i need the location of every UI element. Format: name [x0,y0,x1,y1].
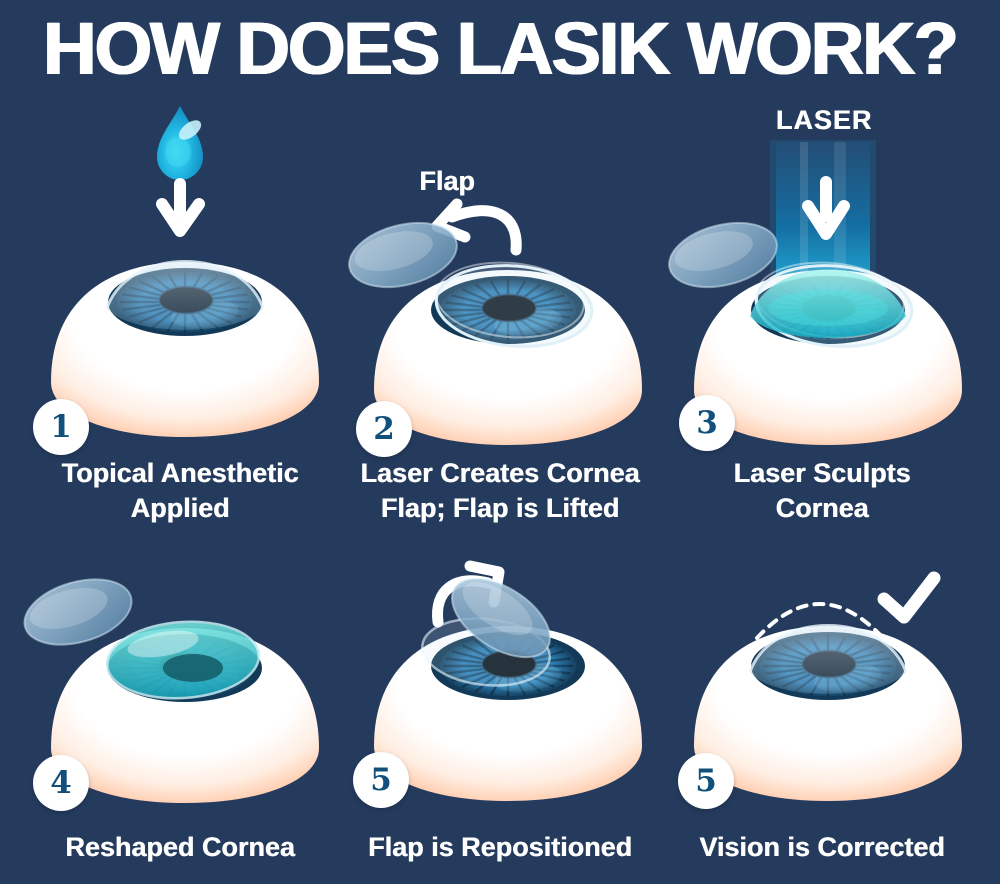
step-caption-3: Laser Sculpts Cornea [733,458,911,523]
step-badge-2: 2 [356,401,412,457]
lens-highlight [127,630,199,658]
step-badge-5: 5 [353,752,409,808]
flap-label: Flap [419,166,475,196]
dashed-incision-arc [755,602,885,640]
eye-illustration-1 [49,260,321,439]
pupil-through-lens [163,654,223,682]
laser-beam-streak [800,142,808,306]
cornea-glow [768,290,888,326]
eye-illustration-4 [15,567,321,805]
eye-illustration-3 [661,140,964,447]
down-arrow-icon [156,178,205,237]
laser-label: LASER [775,105,873,135]
glowing-cornea [750,269,906,338]
step-caption-5: Flap is Repositioned [367,832,633,862]
step-badge-1: 1 [33,399,89,455]
step-caption-6: Vision is Corrected [699,832,945,862]
step-badge-3: 3 [679,395,735,451]
checkmark-icon [877,571,941,624]
laser-down-arrow-icon [802,176,850,240]
droplet-icon [157,106,203,180]
eye-illustration-5 [372,561,644,803]
step-caption-2: Laser Creates Cornea Flap; Flap is Lifte… [360,458,640,523]
step-caption-4: Reshaped Cornea [65,832,295,862]
step-badge-4: 4 [33,755,89,811]
infographic-title: HOW DOES LASIK WORK? [43,7,959,90]
step-badge-6: 5 [678,753,734,809]
step-caption-1: Topical Anesthetic Applied [61,458,299,523]
eye-illustration-6 [692,624,964,803]
